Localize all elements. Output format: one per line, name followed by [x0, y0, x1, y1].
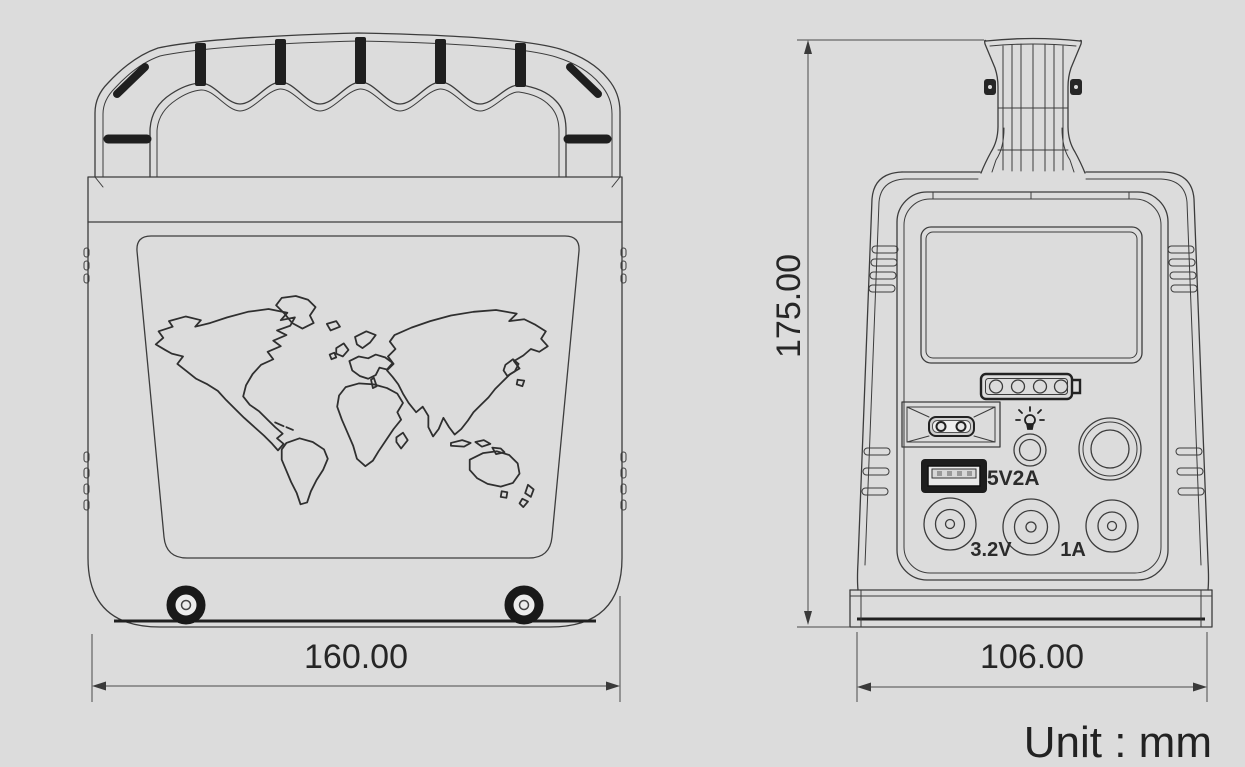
usb-port-label: 5V2A: [987, 467, 1040, 490]
world-map-icon: [154, 295, 549, 508]
battery-level-indicator-icon: [979, 372, 1082, 401]
rubber-foot-icon: [504, 585, 544, 625]
usb-port-icon: [921, 459, 987, 493]
side-view: 160.00: [83, 32, 627, 702]
handle-end-icon: [980, 37, 1086, 174]
display-screen: [920, 226, 1143, 364]
front-edge-ribs: [861, 245, 1205, 496]
rubber-foot-icon: [166, 585, 206, 625]
carry-handle-icon: [94, 32, 621, 178]
dim-label-front-height: 175.00: [770, 254, 808, 358]
dc-jack-left-label: 3.2V: [970, 539, 1012, 561]
side-edge-ribs: [83, 247, 627, 511]
side-body: [83, 221, 627, 628]
power-knob-icon: [1078, 417, 1142, 481]
dc-output-jack-icon: [1085, 499, 1139, 553]
dim-label-front-width: 106.00: [980, 638, 1084, 676]
unit-label: Unit : mm: [1024, 718, 1212, 767]
front-body: [856, 171, 1210, 591]
dc-jack-right-label: 1A: [1060, 539, 1086, 561]
light-bulb-icon: [1015, 406, 1045, 430]
front-face-panel: [896, 191, 1169, 581]
side-top-band: [87, 176, 623, 223]
dc-output-jack-icon: [1002, 498, 1060, 556]
dc-output-jack-icon: [923, 497, 977, 551]
dimension-side-width: 160.00: [91, 596, 621, 702]
speaker-dc-input-port-icon: [901, 401, 1001, 448]
dimension-front-height: 175.00: [770, 39, 984, 628]
front-base: [849, 589, 1213, 628]
dimension-front-width: 106.00: [856, 632, 1208, 702]
dim-label-side-width: 160.00: [304, 638, 408, 676]
front-view: 5V2A 3.2V 1A: [770, 37, 1213, 702]
side-face-panel: [136, 235, 580, 559]
flashlight-button-icon: [1013, 433, 1047, 467]
